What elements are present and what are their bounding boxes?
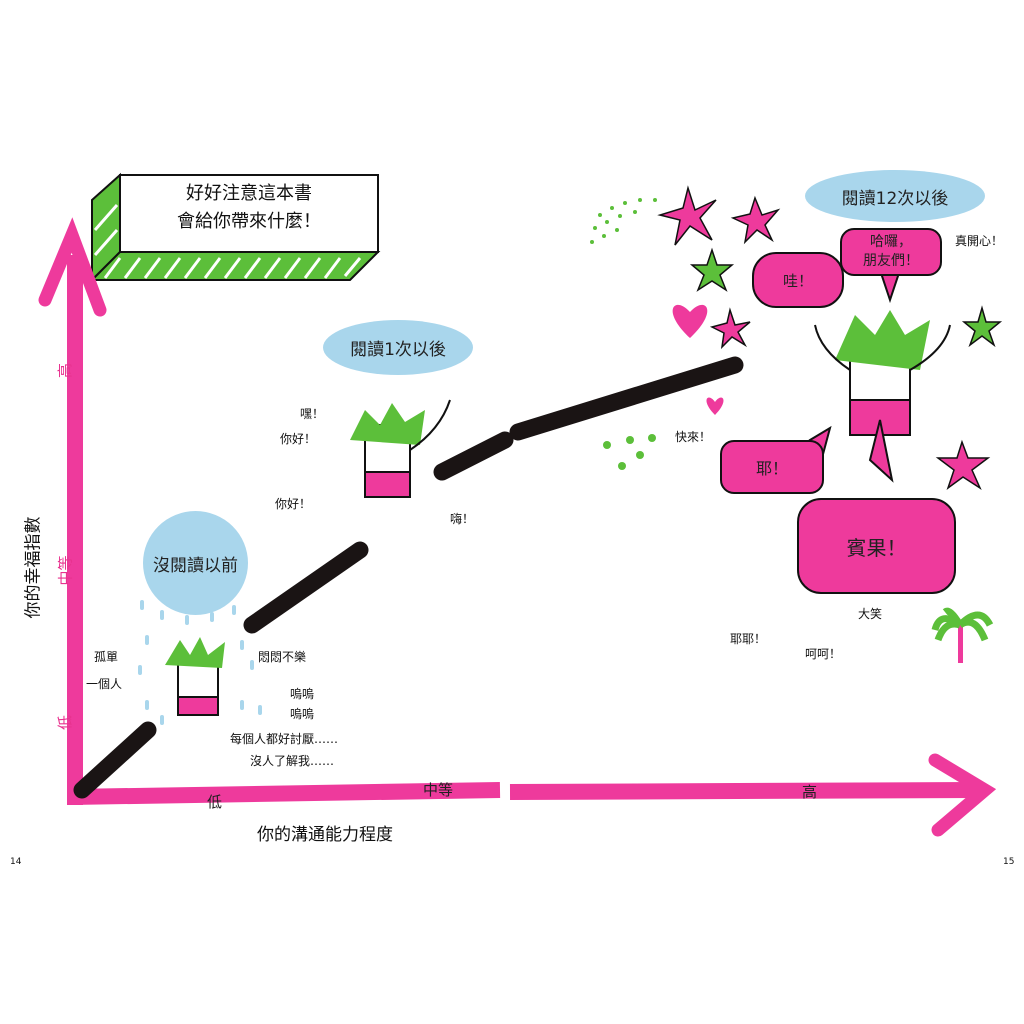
- y-tick-high: 高: [56, 362, 75, 379]
- title-box: [119, 174, 379, 253]
- green-dots: [590, 198, 657, 244]
- text-come: 快來！: [675, 430, 712, 444]
- y-tick-medium: 中等: [56, 555, 75, 586]
- text-hello: 你好！: [280, 432, 317, 446]
- y-axis-arrowhead: [38, 217, 107, 317]
- text-hi: 嗨！: [450, 512, 475, 526]
- stage-after-12-label: 閱讀12次以後: [805, 170, 985, 222]
- star-icons: [657, 185, 991, 490]
- text-laugh: 大笑: [858, 607, 883, 621]
- text-alone: 一個人: [86, 677, 123, 691]
- bubble-yeah: 耶！: [720, 440, 824, 494]
- progress-path: [73, 356, 744, 799]
- x-axis-title: 你的溝通能力程度: [257, 825, 393, 845]
- text-happy: 真開心！: [955, 234, 1004, 248]
- x-axis-arrowhead: [928, 753, 997, 837]
- stage-after-1-label: 閱讀1次以後: [323, 320, 473, 375]
- text-sob-2: 嗚嗚: [290, 707, 315, 721]
- title-line-1: 好好注意這本書: [186, 183, 312, 204]
- title-box-text: 好好注意這本書 會給你帶來什麼！: [120, 180, 378, 236]
- hello-line-1: 哈囉，: [870, 234, 912, 250]
- bubble-wow: 哇！: [752, 252, 844, 308]
- y-axis-title: 你的幸福指數: [23, 516, 44, 619]
- x-tick-high: 高: [802, 783, 818, 801]
- page-number-right: 15: [1003, 857, 1015, 867]
- x-axis: [69, 782, 976, 805]
- text-hey: 嘿！: [300, 407, 325, 421]
- stage-before-label: 沒閱讀以前: [143, 511, 248, 615]
- x-tick-medium: 中等: [423, 781, 454, 799]
- happy-character: [814, 310, 951, 436]
- text-gloomy: 悶悶不樂: [258, 650, 307, 664]
- heart-icon: [706, 397, 724, 415]
- green-hearts: [603, 434, 656, 470]
- bubble-bingo: 賓果！: [797, 498, 956, 594]
- green-star-icons: [689, 247, 1003, 348]
- page-number-left: 14: [10, 857, 22, 867]
- heart-icon: [672, 304, 708, 338]
- text-understand: 沒人了解我……: [250, 754, 335, 768]
- text-hate: 每個人都好討厭……: [230, 732, 339, 746]
- y-tick-low: 低: [56, 714, 75, 731]
- text-hehe: 呵呵！: [805, 647, 842, 661]
- rain-drops: [138, 600, 262, 725]
- text-lonely: 孤單: [94, 650, 119, 664]
- bingo-bubble-tail: [868, 419, 894, 483]
- text-yeah-yeah: 耶耶！: [730, 632, 767, 646]
- bubble-hello-friends: 哈囉， 朋友們！: [840, 228, 942, 276]
- text-sob-1: 嗚嗚: [290, 687, 315, 701]
- hello-line-2: 朋友們！: [863, 253, 919, 269]
- x-tick-low: 低: [207, 793, 223, 811]
- palm-tree-icon: [931, 607, 994, 663]
- waving-character: [350, 399, 451, 498]
- sad-character: [165, 637, 225, 716]
- text-hello-2: 你好！: [275, 497, 312, 511]
- title-line-2: 會給你帶來什麼！: [177, 211, 321, 232]
